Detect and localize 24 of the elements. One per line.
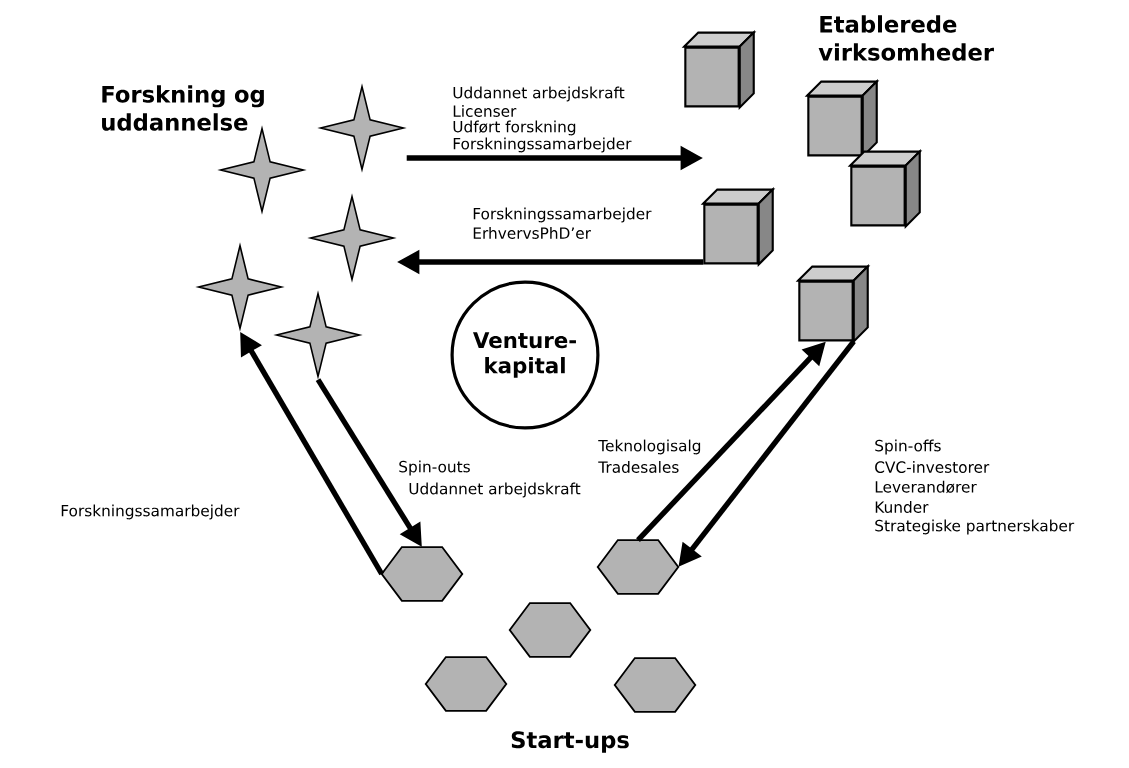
arrow-label: CVC-investorer — [875, 461, 990, 473]
hexagon-shape — [508, 602, 592, 658]
arrow-label: Uddannet arbejdskraft — [409, 482, 581, 498]
arrow-label: Spin-outs — [399, 460, 470, 476]
arrow-label: Leverandører — [875, 480, 977, 494]
arrow-label: Forskningssamarbejder — [473, 207, 652, 223]
hexagon-shape — [613, 657, 697, 713]
arrow-label: Teknologisalg — [598, 439, 701, 455]
arrow-label: ErhvervsPhD’er — [473, 227, 591, 239]
heading: Start-ups — [511, 731, 629, 753]
hexagon-shape — [424, 656, 508, 712]
arrow-label: Udført forskning — [453, 120, 576, 136]
arrow-label: Strategiske partnerskaber — [875, 519, 1075, 535]
heading: Forskning og uddannelse — [102, 85, 264, 131]
arrow-label: Uddannet arbejdskraft — [453, 86, 625, 102]
heading: Etablerede virksomheder — [818, 15, 994, 61]
arrow-label: Spin-offs — [875, 439, 941, 455]
arrow-label: Forskningssamarbejder — [453, 137, 632, 153]
arrow-label: Licenser — [453, 105, 517, 117]
arrow-label: Tradesales — [598, 461, 679, 473]
arrow-label: Kunder — [875, 501, 929, 513]
hexagon-shape — [596, 539, 680, 595]
hexagon-shape — [380, 546, 464, 602]
arrow-label: Forskningssamarbejder — [61, 504, 240, 520]
